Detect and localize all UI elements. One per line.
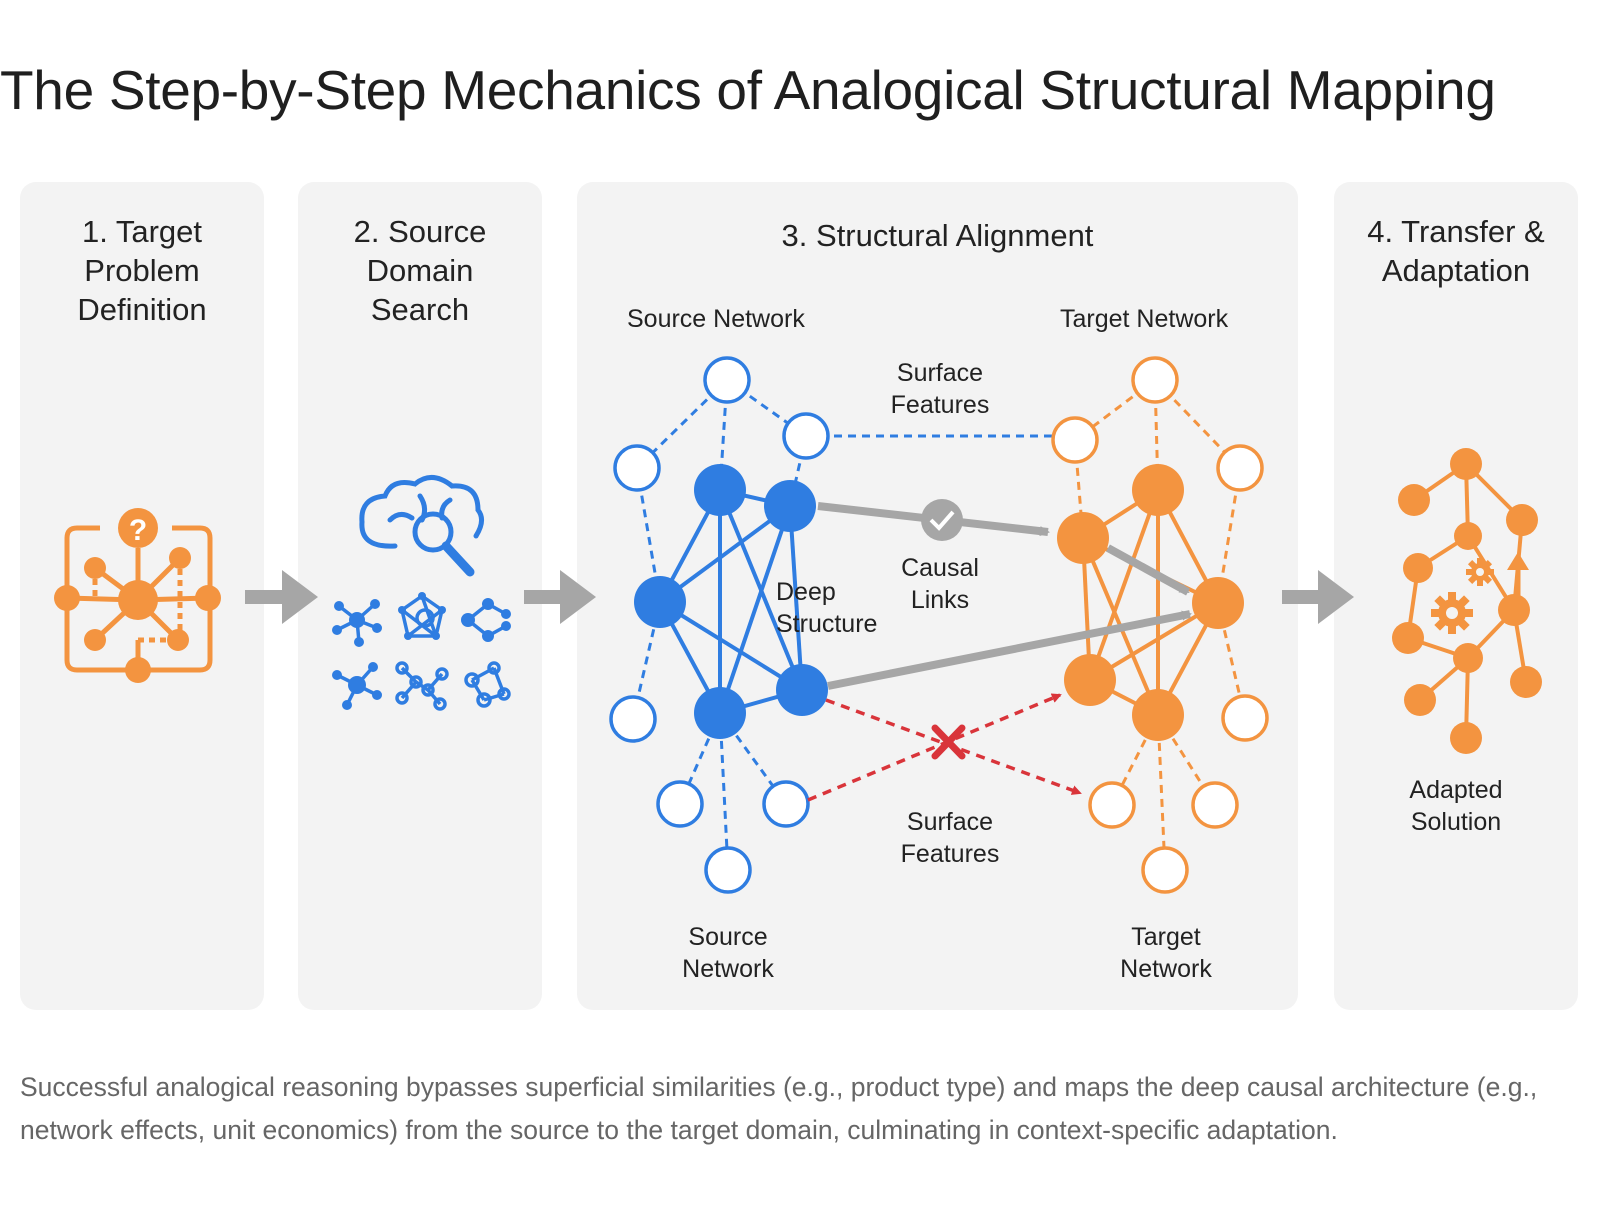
step-2-title: 2. Source Domain Search: [353, 214, 487, 327]
network-cluster-icons: [332, 592, 511, 711]
gear-icon: [1431, 558, 1494, 634]
adapted-solution-icon: [1392, 448, 1542, 754]
flow-arrow-1: [245, 570, 318, 624]
page-title: The Step-by-Step Mechanics of Analogical…: [0, 59, 1496, 121]
deep-structure-label: Deep Structure: [776, 578, 878, 638]
caption: Successful analogical reasoning bypasses…: [20, 1072, 1538, 1145]
check-icon: [921, 499, 963, 541]
source-network-bottom-label: Source Network: [682, 923, 774, 983]
brain-search-icon: [359, 475, 484, 577]
source-network: [609, 356, 1070, 894]
step-3-title: 3. Structural Alignment: [781, 218, 1094, 253]
step-4-title: 4. Transfer & Adaptation: [1367, 214, 1545, 288]
cross-icon: [931, 724, 966, 760]
step-4-panel: 4. Transfer & Adaptation: [1334, 182, 1578, 1010]
problem-network-icon: ?: [54, 508, 221, 683]
surface-features-bottom-label: Surface Features: [900, 808, 1000, 868]
source-network-top-label: Source Network: [627, 305, 805, 333]
flow-arrow-2: [524, 570, 596, 624]
up-arrow-icon: [1507, 552, 1529, 598]
target-network-top-label: Target Network: [1060, 305, 1229, 333]
causal-links-label: Causal Links: [901, 554, 979, 614]
target-network: [1051, 356, 1269, 894]
target-network-bottom-label: Target Network: [1120, 923, 1212, 983]
adapted-solution-label: Adapted Solution: [1409, 776, 1503, 836]
surface-features-top-label: Surface Features: [890, 359, 990, 419]
flow-arrow-3: [1282, 570, 1354, 624]
step-1-title: 1. Target Problem Definition: [77, 214, 207, 327]
svg-text:?: ?: [129, 514, 147, 547]
